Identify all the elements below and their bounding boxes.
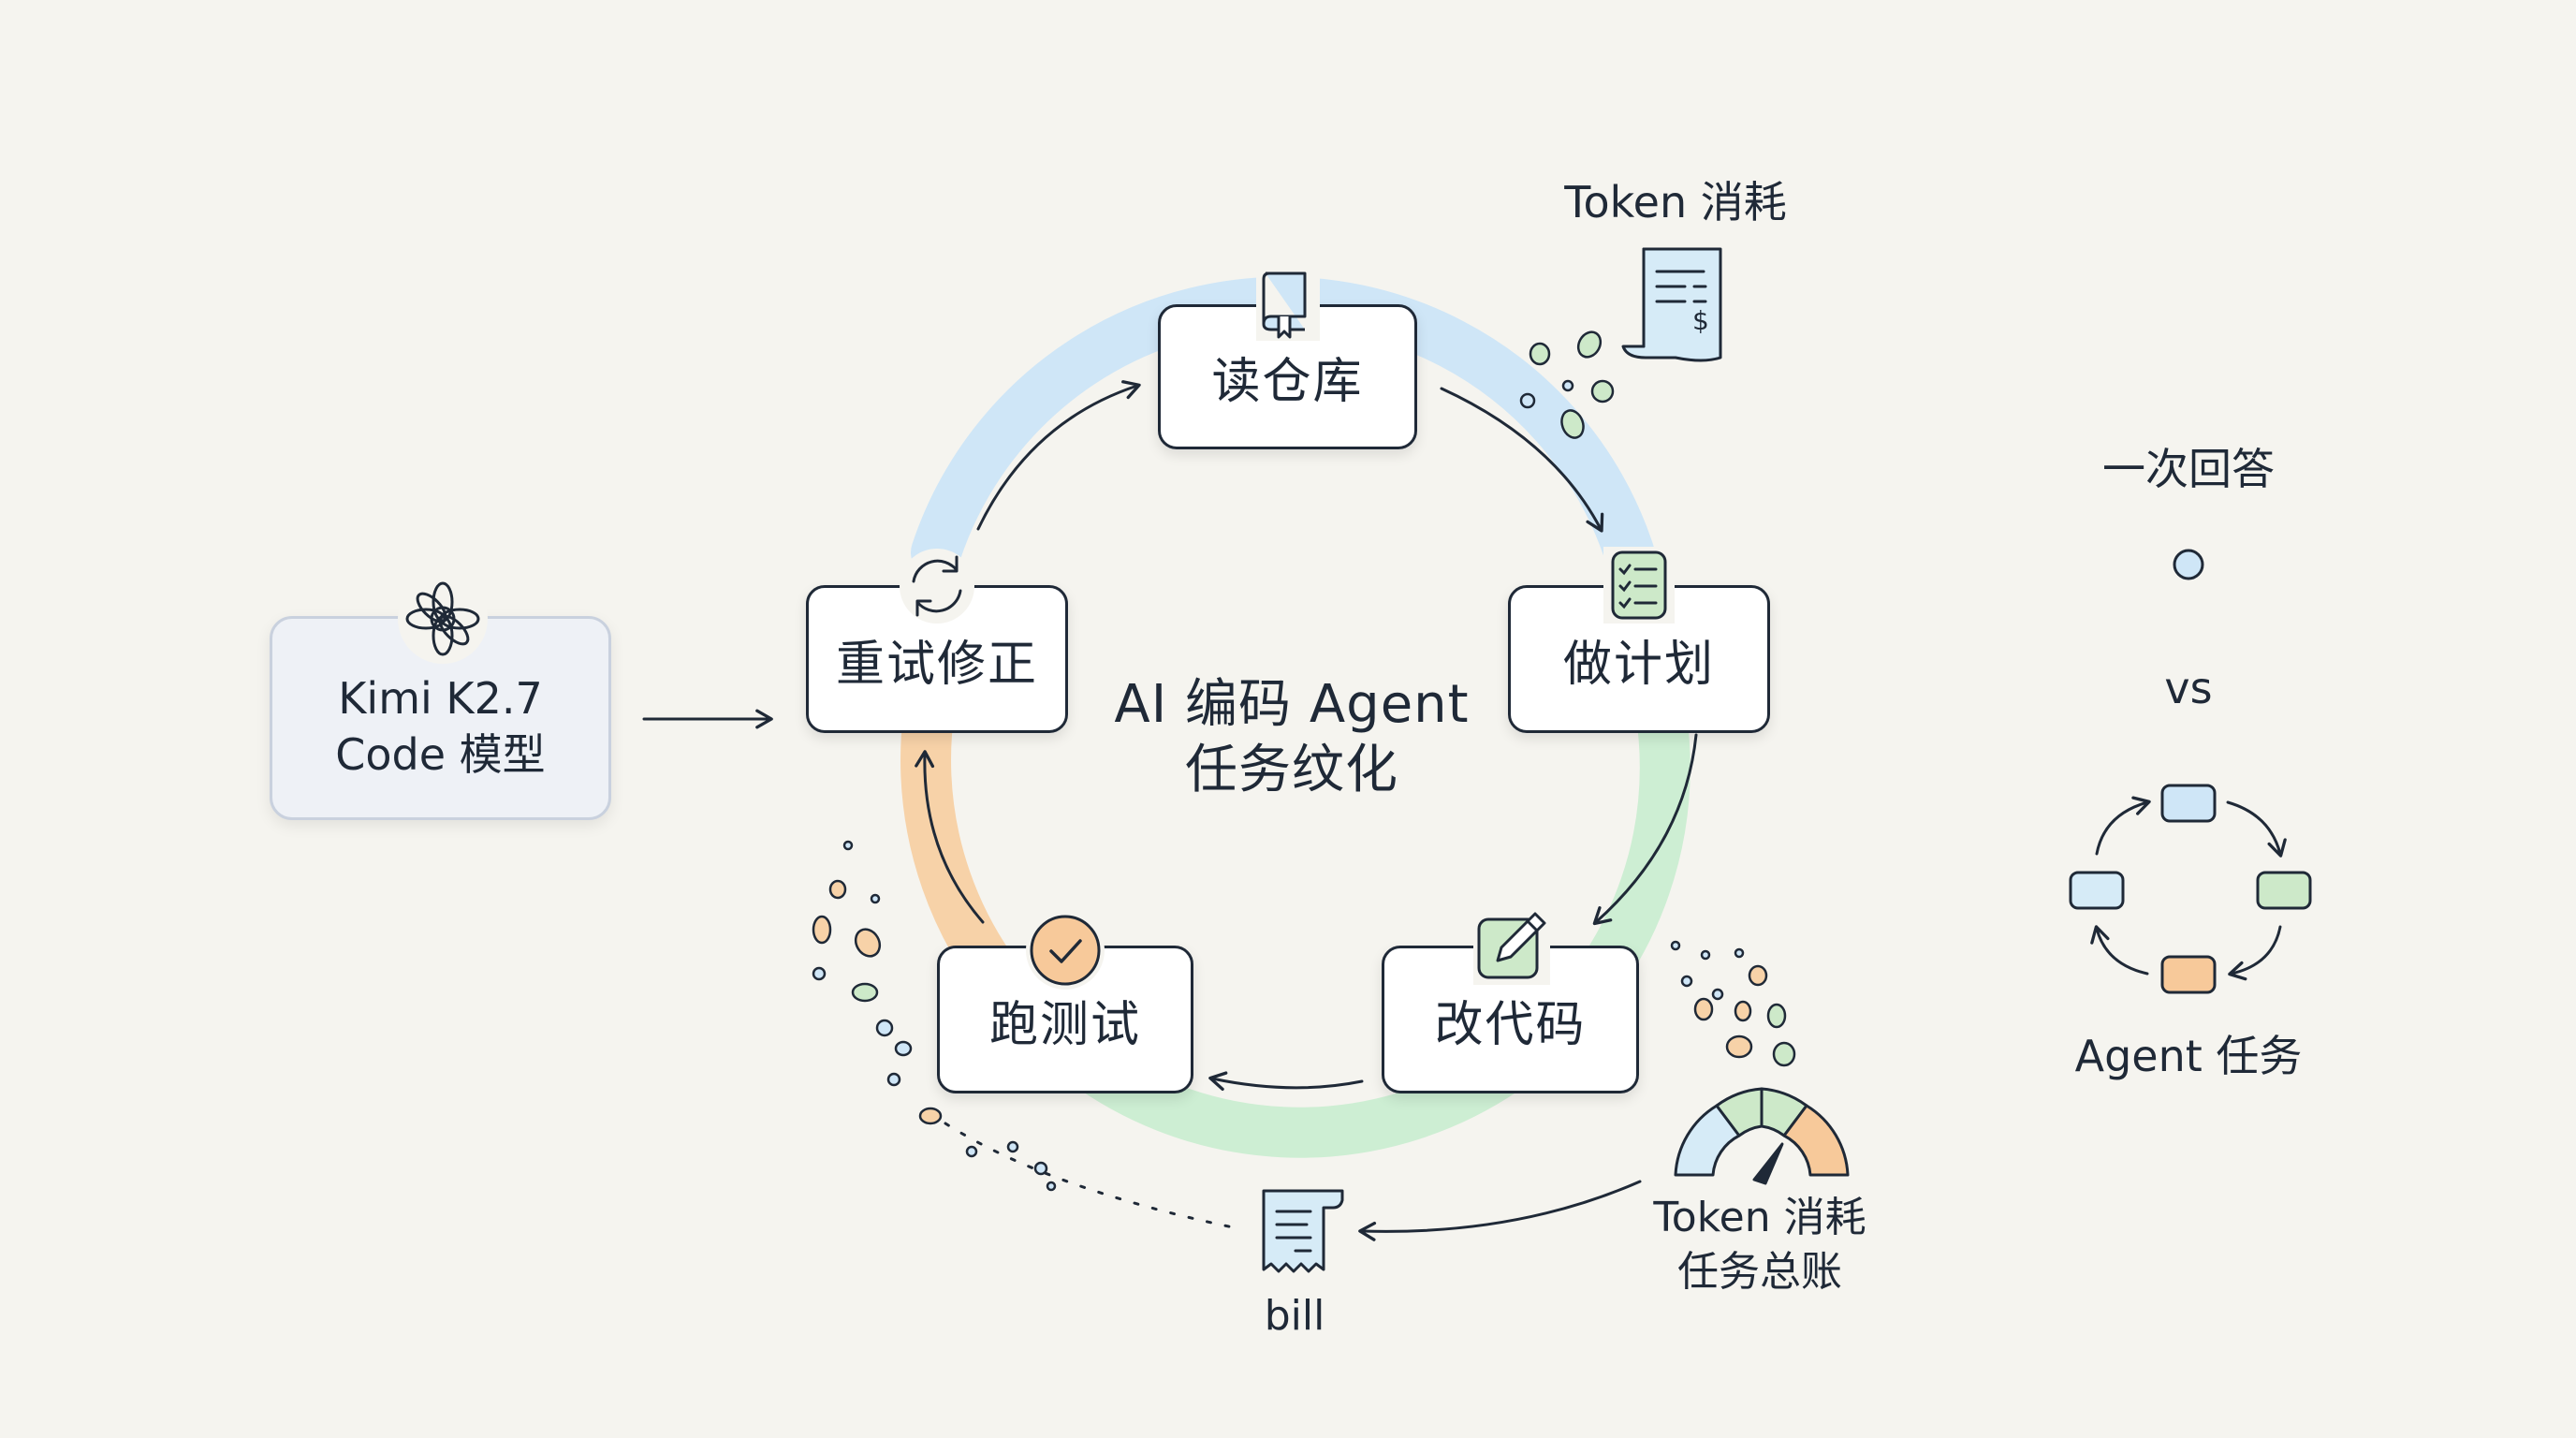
token-consumption-label: Token 消耗 [1564,177,1787,227]
single-answer-label: 一次回答 [2102,444,2275,494]
arrow-retry-to-read [976,380,1141,531]
token-particles-right [1670,940,1796,1067]
loop-title: AI 编码 Agent 任务纹化 [1095,672,1488,803]
token-particles-top [1519,330,1615,439]
step-read-repo: 读仓库 [1158,304,1417,449]
agent-task-label: Agent 任务 [2074,1031,2303,1081]
arrow-code-to-test [1208,1071,1364,1091]
bill-icon [1262,1189,1344,1273]
receipt-icon: $ [1621,247,1722,362]
bill-label: bill [1264,1292,1325,1340]
checklist-icon [1603,547,1675,624]
arrow-test-to-retry [915,750,985,924]
single-answer-dot [2173,549,2204,580]
step-retry-label: 重试修正 [835,636,1038,693]
agent-mini-loop [2069,784,2312,994]
model-box: Kimi K2.7 Code 模型 [270,574,611,820]
step-read-repo-label: 读仓库 [1211,354,1364,410]
step-run-tests-label: 跑测试 [988,996,1141,1053]
cycle-arrows [642,380,1698,1241]
arrow-plan-to-code [1592,733,1698,926]
model-name: Kimi K2.7 [338,673,543,724]
token-particles-left [812,840,1057,1192]
book-icon [1256,266,1320,341]
token-total-label: Token 消耗 任务总账 [1619,1191,1900,1299]
step-edit-code-label: 改代码 [1434,996,1587,1053]
vs-label: vs [2164,663,2213,713]
arrow-total-to-bill [1358,1180,1642,1241]
arrow-read-to-plan [1440,387,1604,533]
step-plan-label: 做计划 [1562,636,1715,693]
edit-icon [1473,910,1550,985]
token-total-line2: 任务总账 [1677,1248,1842,1296]
gauge-icon [1674,1087,1850,1185]
aperture-icon [398,574,488,664]
svg-text:$: $ [1692,305,1709,336]
loop-title-line1: AI 编码 Agent [1114,674,1470,735]
check-icon [1026,911,1105,990]
loop-title-line2: 任务纹化 [1185,740,1398,800]
token-total-line1: Token 消耗 [1653,1194,1866,1241]
model-type: Code 模型 [335,729,546,780]
refresh-icon [900,549,974,624]
dotted-trail [944,1122,1239,1230]
